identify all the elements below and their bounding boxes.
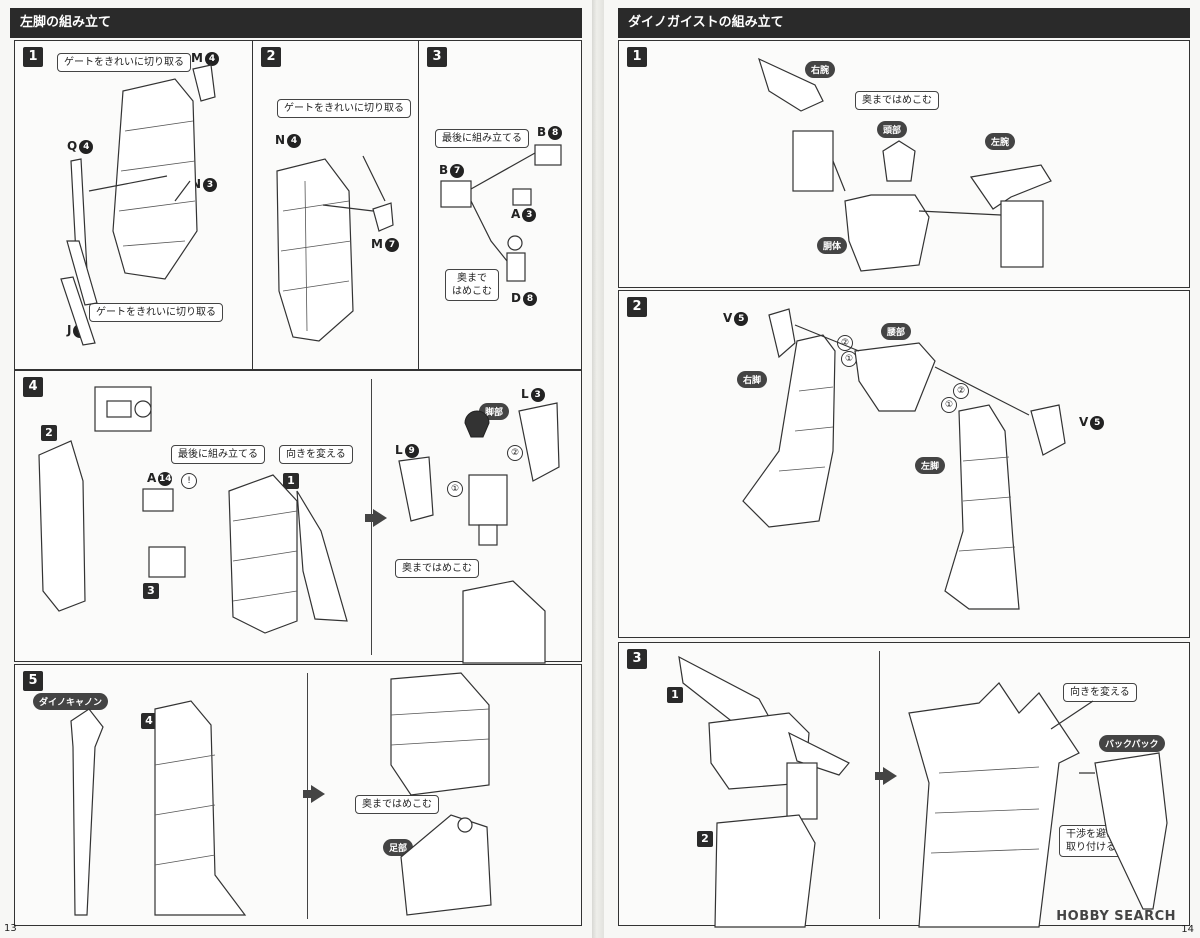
left-leg-pill: 左脚 [915, 457, 946, 474]
right-step-3-sub-2: 2 [697, 831, 713, 847]
step-5-sub-4: 4 [141, 713, 157, 729]
right-step-2-order-2b: ② [953, 383, 969, 399]
step-4-turn-callout: 向きを変える [279, 445, 353, 464]
step-3-push-callout: 奥まで はめこむ [445, 269, 499, 301]
right-step-3-panel: 3 1 2 向きを変える バックパック 干渉を避けて 取り付ける [618, 642, 1190, 928]
step-4-sub-2: 2 [41, 425, 57, 441]
waist-pill: 腰部 [881, 323, 912, 340]
right-step-3-sub-1: 1 [667, 687, 683, 703]
right-step-2-order-1b: ① [941, 397, 957, 413]
step-5-foot-pill: 足部 [383, 839, 414, 856]
step-1-number: 1 [23, 47, 43, 67]
right-arm-pill: 右腕 [805, 61, 836, 78]
step-4-last-callout: 最後に組み立てる [171, 445, 265, 464]
hobby-search-logo: HOBBY SEARCH [1056, 909, 1176, 924]
left-section-header: 左脚の組み立て [10, 8, 582, 38]
step-1-gate-callout-bottom: ゲートをきれいに切り取る [89, 303, 223, 322]
step-2-illustration [276, 155, 394, 342]
step-4-number: 4 [23, 377, 43, 397]
right-step-1-number: 1 [627, 47, 647, 67]
right-section-header: ダイノガイストの組み立て [618, 8, 1190, 38]
right-page-number: 14 [1181, 924, 1194, 935]
page-gutter [592, 0, 604, 938]
step-4-illustration [38, 386, 560, 664]
step-5-number: 5 [23, 671, 43, 691]
step-1-panel: 1 ゲートをきれいに切り取る M4 Q4 N3 ゲートをきれいに切り取る J1 [14, 40, 254, 370]
step-5-panel: 5 ダイノキャノン 4 奥まではめこむ 足部 [14, 664, 582, 926]
torso-pill: 胴体 [817, 237, 848, 254]
step-4-order-1a: ① [447, 481, 463, 497]
step-5-next-arrow [303, 785, 325, 803]
step-1-gate-callout-top: ゲートをきれいに切り取る [57, 53, 191, 72]
step-2-number: 2 [261, 47, 281, 67]
left-page-number: 13 [4, 923, 17, 934]
head-pill: 頭部 [877, 121, 908, 138]
right-step-3-next-arrow [875, 767, 897, 785]
step-5-cannon-pill: ダイノキャノン [33, 693, 109, 710]
right-step-3-number: 3 [627, 649, 647, 669]
right-step-3-turn-callout: 向きを変える [1063, 683, 1137, 702]
step-3-illustration [440, 144, 562, 282]
right-step-2-number: 2 [627, 297, 647, 317]
left-arm-pill: 左腕 [985, 133, 1016, 150]
right-step-2-illustration [742, 308, 1066, 610]
step-5-illustration [70, 672, 492, 916]
step-4-next-arrow [365, 509, 387, 527]
step-4-sub-1: 1 [283, 473, 299, 489]
right-step-3-divider [879, 651, 880, 919]
right-step-1-illustration [758, 57, 1052, 272]
step-2-gate-callout: ゲートをきれいに切り取る [277, 99, 411, 118]
right-step-1-panel: 1 右腕 奥まではめこむ 頭部 左腕 胴体 [618, 40, 1190, 288]
step-5-push-callout: 奥まではめこむ [355, 795, 439, 814]
right-step-3-illustration [678, 655, 1168, 928]
left-page: 左脚の組み立て 1 ゲートをきれいに切り取る M4 Q4 N3 ゲートをきれいに… [0, 0, 592, 938]
right-step-2-order-1a: ① [841, 351, 857, 367]
step-3-number: 3 [427, 47, 447, 67]
step-1-illustration [60, 64, 216, 346]
step-3-last-callout: 最後に組み立てる [435, 129, 529, 148]
step-4-order-2: ② [507, 445, 523, 461]
right-leg-pill: 右脚 [737, 371, 768, 388]
backpack-pill: バックパック [1099, 735, 1165, 752]
step-4-push-callout: 奥まではめこむ [395, 559, 479, 578]
warning-icon-a14: ! [181, 473, 197, 489]
right-step-1-push-callout: 奥まではめこむ [855, 91, 939, 110]
step-4-sub-3: 3 [143, 583, 159, 599]
